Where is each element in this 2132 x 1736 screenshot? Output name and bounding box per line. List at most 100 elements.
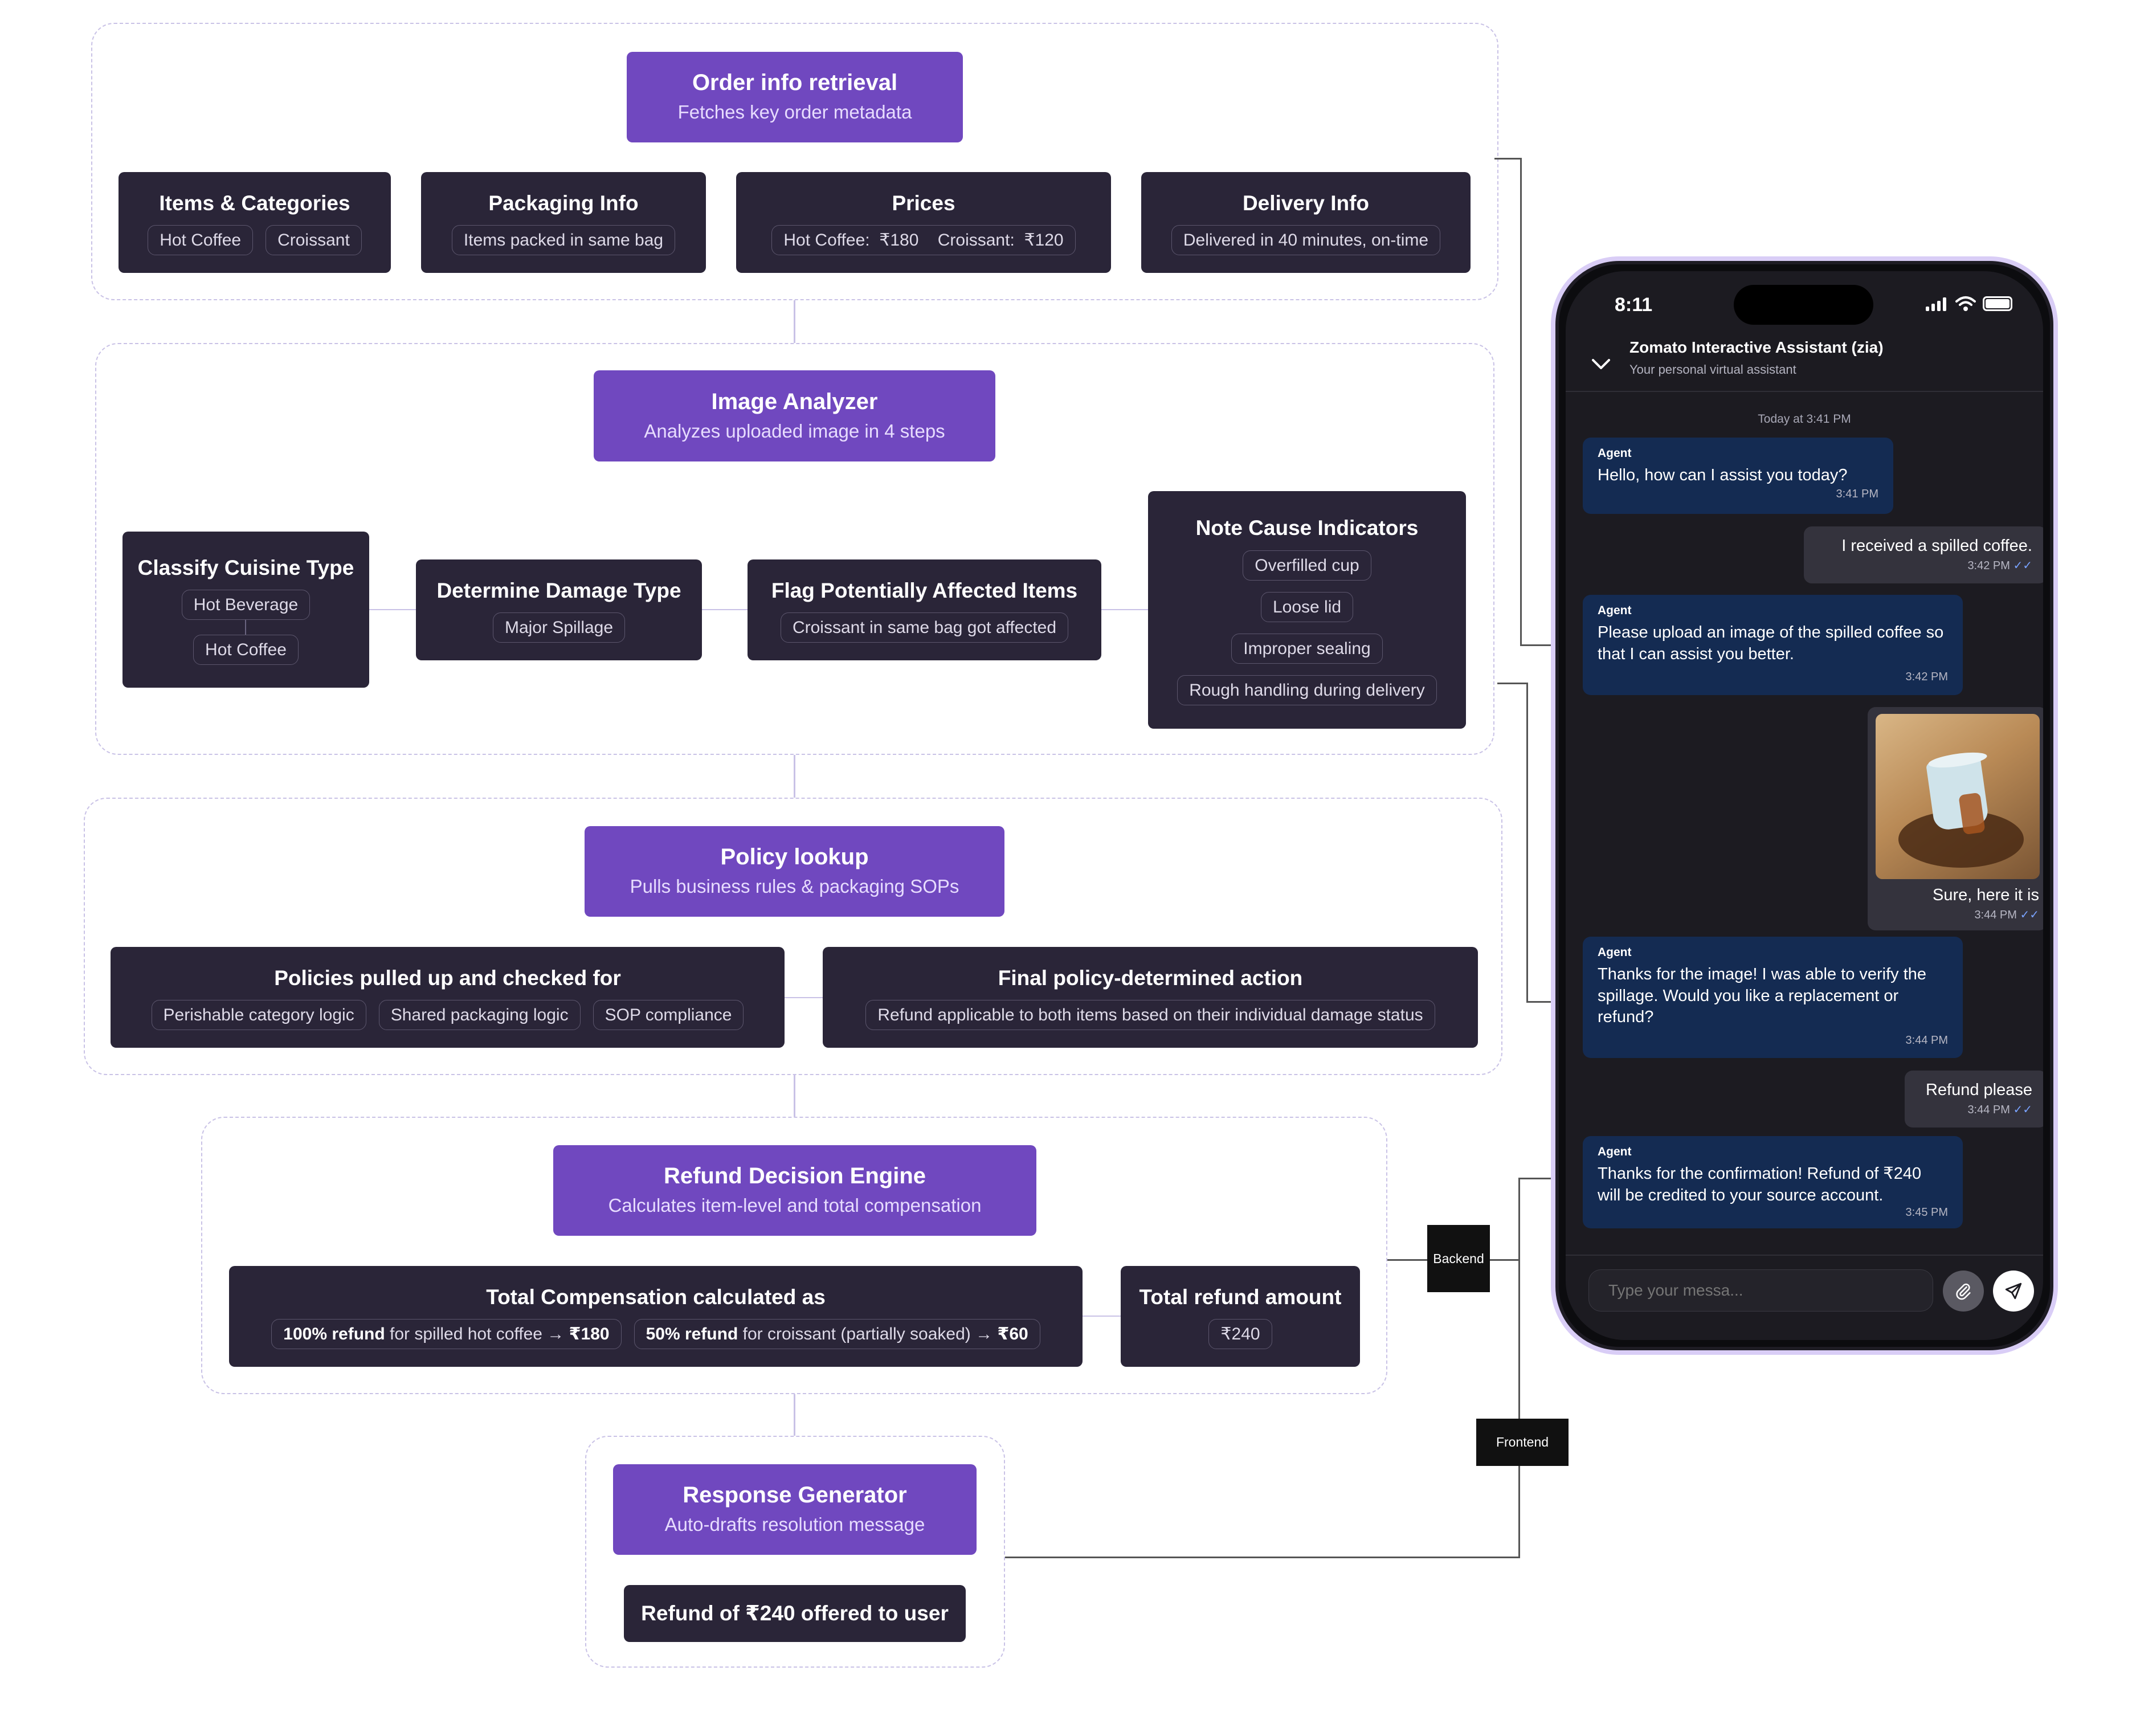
card-title: Delivery Info — [1242, 191, 1370, 215]
card-title: Total refund amount — [1139, 1285, 1342, 1309]
response-generator-section — [585, 1436, 1005, 1668]
chip: Shared packaging logic — [378, 1000, 581, 1031]
message-time: 3:42 PM ✓✓ — [1967, 559, 2032, 572]
chip: Croissant in same bag got affected — [780, 612, 1069, 643]
response-result-text: Refund of ₹240 offered to user — [641, 1601, 949, 1625]
image-analyzer-subtitle: Analyzes uploaded image in 4 steps — [644, 420, 945, 442]
policy-lookup-section — [84, 798, 1502, 1075]
card-title: Packaging Info — [488, 191, 639, 215]
phone-screen: 8:11 Zomato Interactive Assistant (zia) — [1566, 271, 2043, 1340]
card-title: Note Cause Indicators — [1195, 516, 1419, 540]
attach-button[interactable] — [1943, 1271, 1984, 1312]
total-refund-card: Total refund amount ₹240 — [1121, 1266, 1360, 1367]
packaging-info-card: Packaging Info Items packed in same bag — [421, 172, 706, 273]
chip: Major Spillage — [492, 612, 626, 643]
card-title: Determine Damage Type — [436, 578, 681, 602]
image-analyzer-header: Image Analyzer Analyzes uploaded image i… — [594, 370, 995, 461]
policy-lookup-header: Policy lookup Pulls business rules & pac… — [585, 826, 1004, 917]
battery-icon — [1983, 296, 2012, 311]
response-generator-header: Response Generator Auto-drafts resolutio… — [613, 1464, 977, 1555]
order-info-section — [91, 23, 1498, 300]
step-link — [702, 609, 748, 610]
step-link — [785, 997, 823, 998]
chip: Rough handling during delivery — [1177, 675, 1437, 705]
link-line — [1490, 1259, 1520, 1261]
message-text: I received a spilled coffee. — [1841, 537, 2032, 555]
spilled-coffee-photo[interactable] — [1876, 714, 2040, 879]
read-check-icon: ✓✓ — [2013, 1103, 2032, 1116]
assistant-subtitle: Your personal virtual assistant — [1629, 362, 1796, 377]
status-time: 8:11 — [1615, 294, 1653, 316]
backend-label: Backend — [1427, 1225, 1490, 1292]
link-line — [1518, 1178, 1520, 1558]
connector-image-to-policy — [794, 755, 795, 798]
policy-lookup-title: Policy lookup — [720, 844, 869, 870]
final-action-card: Final policy-determined action Refund ap… — [823, 947, 1478, 1048]
step-link — [369, 609, 416, 610]
chip: ₹240 — [1208, 1319, 1272, 1350]
chip-text: for croissant (partially soaked) → — [738, 1325, 998, 1344]
agent-message: Agent Please upload an image of the spil… — [1583, 595, 1963, 695]
signal-icon — [1926, 297, 1946, 311]
read-check-icon: ✓✓ — [2013, 559, 2032, 572]
link-line — [1520, 158, 1522, 646]
response-result-card: Refund of ₹240 offered to user — [624, 1585, 966, 1642]
user-image-message: Sure, here it is 3:44 PM ✓✓ — [1868, 707, 2043, 930]
card-title: Final policy-determined action — [998, 966, 1303, 990]
phone-mockup: 8:11 Zomato Interactive Assistant (zia) — [1551, 256, 2058, 1355]
link-line — [1520, 644, 1563, 646]
classify-cuisine-card: Classify Cuisine Type Hot Beverage Hot C… — [122, 532, 369, 688]
prices-card: Prices Hot Coffee: ₹180 Croissant: ₹120 — [736, 172, 1111, 273]
link-line — [1526, 1001, 1563, 1003]
card-title: Policies pulled up and checked for — [274, 966, 621, 990]
cause-indicators-card: Note Cause Indicators Overfilled cup Loo… — [1148, 491, 1466, 729]
user-message: I received a spilled coffee. 3:42 PM ✓✓ — [1804, 526, 2043, 583]
link-line — [1494, 158, 1521, 160]
agent-message: Agent Thanks for the confirmation! Refun… — [1583, 1136, 1963, 1228]
chip: 100% refund for spilled hot coffee → ₹18… — [271, 1319, 622, 1350]
chip: SOP compliance — [593, 1000, 744, 1031]
response-generator-subtitle: Auto-drafts resolution message — [664, 1514, 925, 1535]
damage-type-card: Determine Damage Type Major Spillage — [416, 559, 702, 660]
step-link — [1101, 609, 1148, 610]
order-info-title: Order info retrieval — [692, 70, 898, 96]
assistant-name: Zomato Interactive Assistant (zia) — [1629, 338, 1884, 356]
connector-policy-to-refund — [794, 1075, 795, 1117]
link-line — [1005, 1557, 1520, 1558]
message-text: Sure, here it is — [1933, 886, 2039, 904]
refund-engine-section — [201, 1117, 1387, 1394]
link-line — [1497, 683, 1527, 684]
chip: Overfilled cup — [1243, 550, 1371, 581]
chip: Improper sealing — [1231, 633, 1383, 664]
chip: Hot Coffee — [193, 635, 299, 665]
image-analyzer-section — [95, 343, 1494, 755]
link-line — [1518, 1178, 1563, 1179]
card-title: Classify Cuisine Type — [137, 555, 354, 579]
chevron-down-icon[interactable] — [1591, 358, 1611, 371]
chip-text: for spilled hot coffee → — [385, 1325, 569, 1344]
delivery-info-card: Delivery Info Delivered in 40 minutes, o… — [1141, 172, 1471, 273]
message-text: Please upload an image of the spilled co… — [1598, 623, 1944, 663]
message-time: 3:41 PM — [1836, 487, 1878, 500]
items-categories-card: Items & Categories Hot Coffee Croissant — [119, 172, 391, 273]
user-message: Refund please 3:44 PM ✓✓ — [1905, 1071, 2043, 1128]
card-title: Items & Categories — [159, 191, 350, 215]
connector-order-to-image — [794, 300, 795, 343]
send-icon — [2005, 1282, 2022, 1300]
chip: Croissant — [266, 225, 362, 256]
order-info-subtitle: Fetches key order metadata — [677, 101, 912, 123]
chip: Items packed in same bag — [451, 225, 676, 256]
send-button[interactable] — [1993, 1271, 2034, 1312]
message-sender: Agent — [1598, 604, 1632, 617]
chip: Hot Coffee — [148, 225, 254, 256]
response-generator-title: Response Generator — [683, 1482, 907, 1508]
message-input[interactable] — [1588, 1269, 1933, 1312]
message-sender: Agent — [1598, 946, 1632, 959]
refund-engine-subtitle: Calculates item-level and total compensa… — [608, 1195, 982, 1216]
step-link — [1083, 1316, 1121, 1317]
connector-refund-to-response — [794, 1394, 795, 1436]
message-text: Hello, how can I assist you today? — [1598, 466, 1848, 484]
message-time: 3:44 PM — [1905, 1034, 1948, 1047]
chip-bold: 50% refund — [646, 1325, 738, 1344]
